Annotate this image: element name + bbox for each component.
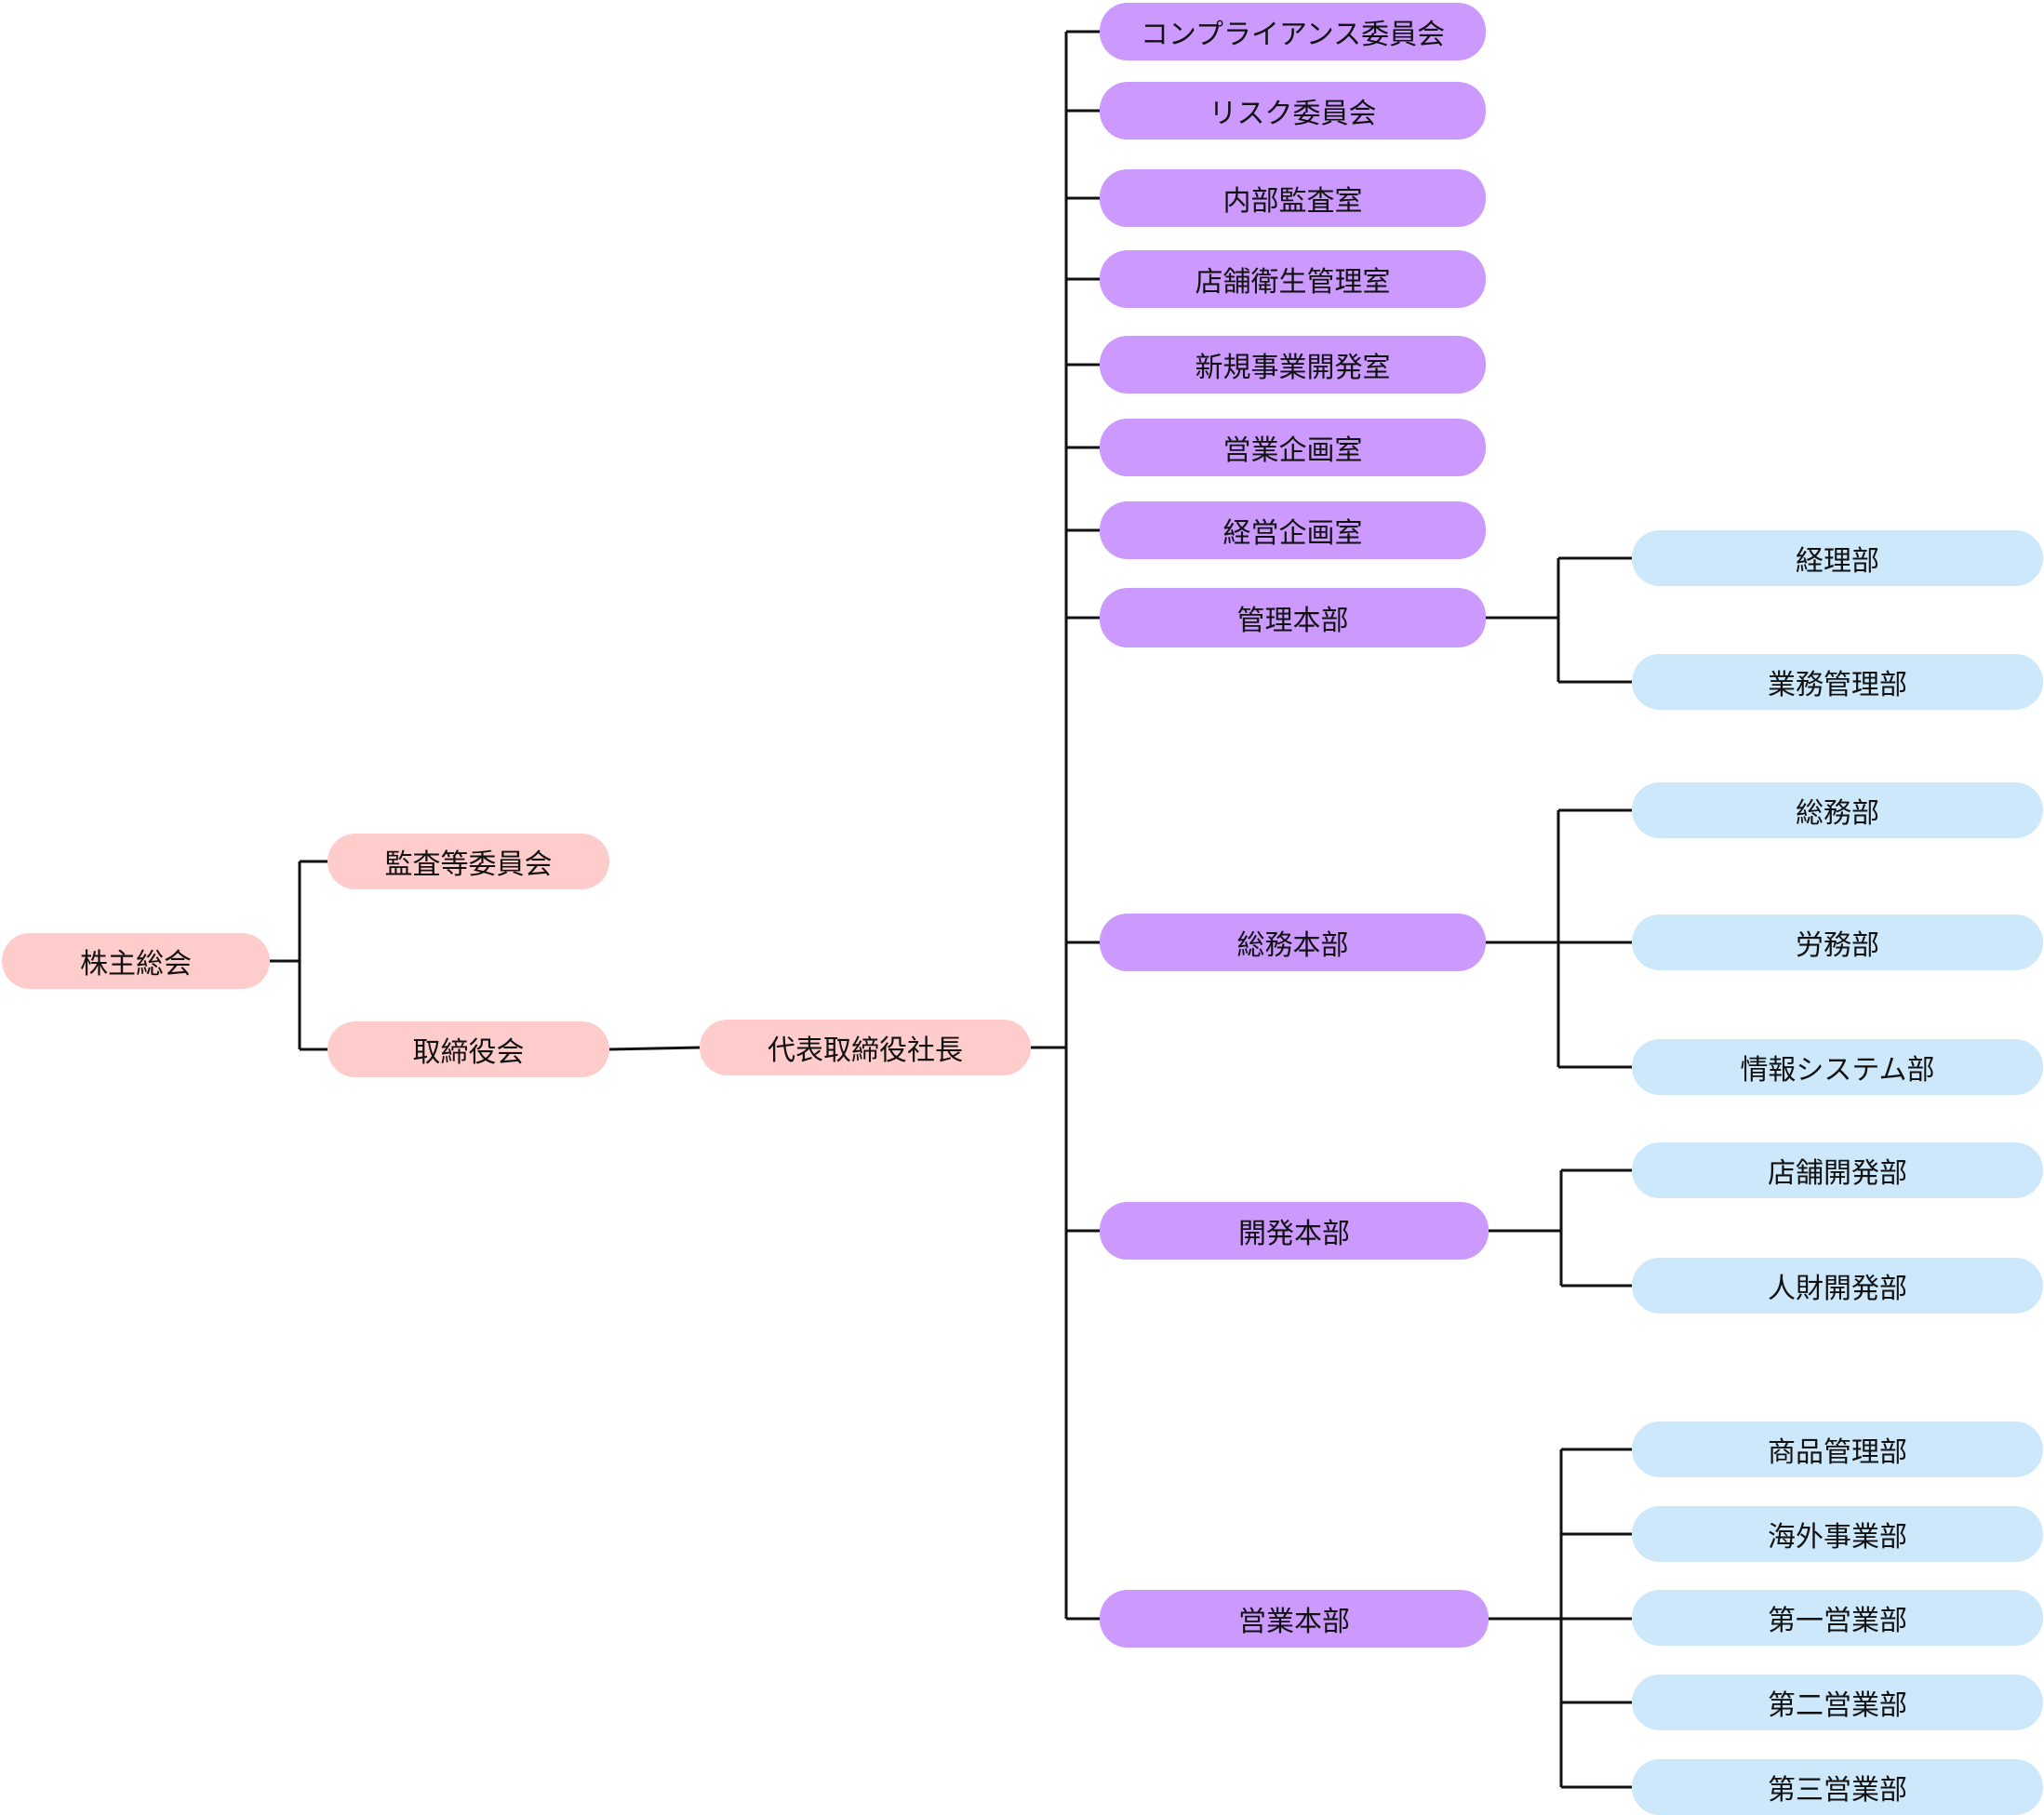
node-new-business: 新規事業開発室 — [1100, 336, 1486, 394]
node-admin-hq: 管理本部 — [1100, 588, 1486, 647]
node-labor: 労務部 — [1632, 914, 2043, 970]
node-risk: リスク委員会 — [1100, 82, 1486, 140]
node-sales-3: 第三営業部 — [1632, 1759, 2043, 1815]
node-general-hq: 総務本部 — [1100, 914, 1486, 971]
node-sales-planning: 営業企画室 — [1100, 419, 1486, 476]
node-product-mgmt: 商品管理部 — [1632, 1421, 2043, 1477]
node-general-affairs: 総務部 — [1632, 782, 2043, 838]
node-store-hygiene: 店舗衛生管理室 — [1100, 250, 1486, 308]
connector-line-4 — [608, 1046, 701, 1051]
node-audit-committee: 監査等委員会 — [327, 834, 609, 889]
node-ceo: 代表取締役社長 — [700, 1020, 1031, 1075]
node-sales-1: 第一営業部 — [1632, 1590, 2043, 1646]
node-shareholders: 株主総会 — [2, 933, 270, 989]
node-business-admin: 業務管理部 — [1632, 654, 2043, 710]
node-board: 取締役会 — [327, 1021, 609, 1077]
node-store-dev: 店舗開発部 — [1632, 1142, 2043, 1198]
node-sales-hq: 営業本部 — [1100, 1590, 1489, 1648]
node-hr-dev: 人財開発部 — [1632, 1258, 2043, 1314]
node-info-systems: 情報システム部 — [1632, 1039, 2043, 1095]
node-overseas: 海外事業部 — [1632, 1506, 2043, 1562]
node-accounting: 経理部 — [1632, 530, 2043, 586]
node-dev-hq: 開発本部 — [1100, 1202, 1489, 1260]
node-sales-2: 第二営業部 — [1632, 1675, 2043, 1730]
node-mgmt-planning: 経営企画室 — [1100, 501, 1486, 559]
node-internal-audit: 内部監査室 — [1100, 169, 1486, 227]
node-compliance: コンプライアンス委員会 — [1100, 3, 1486, 60]
